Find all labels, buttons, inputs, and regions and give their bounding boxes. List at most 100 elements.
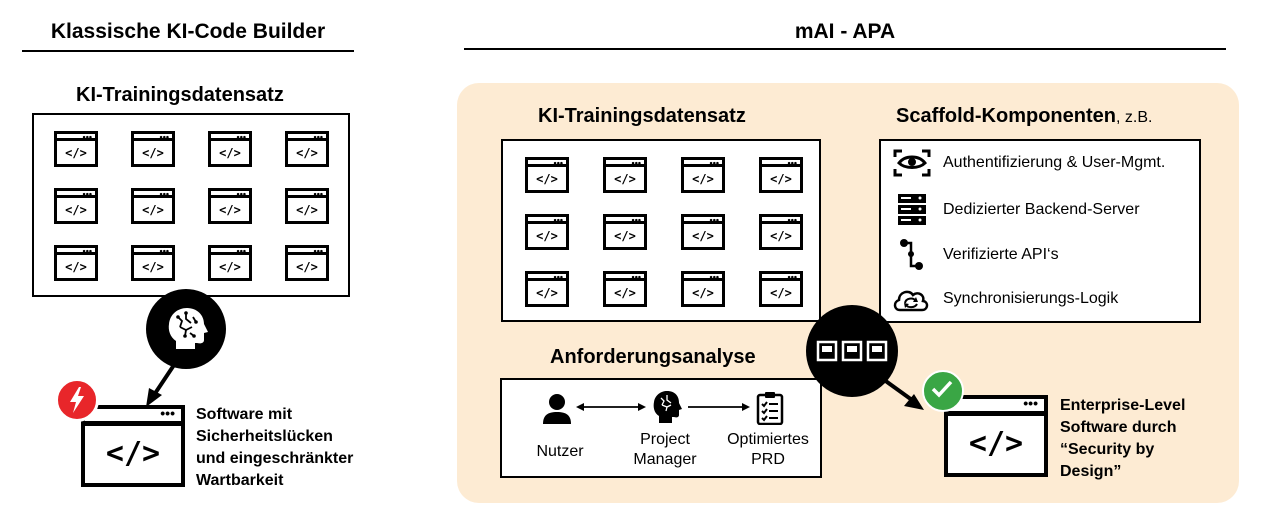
code-glyph: </> (692, 286, 714, 300)
requirements-title: Anforderungsanalyse (550, 346, 756, 368)
code-window-icon: ••• </> (525, 214, 569, 250)
right-dataset-title: KI-Trainingsdatensatz (538, 105, 746, 127)
code-glyph: </> (536, 229, 558, 243)
code-window-icon: ••• </> (208, 245, 252, 281)
result-line: Design” (1060, 463, 1122, 480)
code-window-icon: •••</> (525, 271, 569, 307)
window-dots: ••• (709, 272, 719, 282)
window-dots: ••• (787, 272, 797, 282)
left-dataset-title: KI-Trainingsdatensatz (76, 84, 284, 106)
window-dots: ••• (159, 246, 169, 256)
code-window-icon: ••• </> (131, 188, 175, 224)
window-dots: ••• (313, 132, 323, 142)
result-line: und eingeschränkter (196, 450, 354, 467)
result-line: Sicherheitslücken (196, 428, 333, 445)
code-glyph: </> (770, 172, 792, 186)
window-dots: ••• (82, 189, 92, 199)
window-dots: ••• (236, 132, 246, 142)
code-window-icon: ••• </> (285, 131, 329, 167)
code-glyph: </> (65, 203, 87, 217)
code-window-icon: ••• </> (681, 271, 725, 307)
window-dots: ••• (1023, 395, 1038, 411)
window-dots: ••• (82, 132, 92, 142)
user-icon (543, 394, 571, 424)
code-glyph: </> (105, 436, 161, 471)
code-window-icon: ••• </> (285, 245, 329, 281)
server-icon (898, 194, 926, 225)
code-glyph: </> (142, 203, 164, 217)
window-dots: ••• (709, 215, 719, 225)
code-window-icon: ••• </> (681, 214, 725, 250)
window-titlebar (85, 421, 181, 426)
code-glyph: </> (142, 260, 164, 274)
scaffold-item-3: Synchronisierungs-Logik (943, 290, 1119, 307)
result-line: Wartbarkeit (196, 472, 284, 489)
window-dots: ••• (553, 272, 563, 282)
code-glyph: </> (614, 229, 636, 243)
result-line: “Security by (1060, 441, 1155, 458)
ai-head-icon (653, 391, 682, 423)
window-dots: ••• (236, 189, 246, 199)
req-node-pm: Project Manager (633, 431, 697, 468)
code-window-icon: ••• </> (759, 271, 803, 307)
right-header-rule (464, 48, 1226, 50)
double-arrow (576, 403, 646, 411)
left-dataset-grid: ••• </> ••• </> ••• </> ••• </> ••• </> ••• </> ••• <… (54, 131, 329, 281)
window-dots: ••• (313, 246, 323, 256)
window-dots: ••• (236, 246, 246, 256)
window-dots: ••• (631, 272, 641, 282)
code-window-icon: ••• </> (131, 131, 175, 167)
ai-head-icon (168, 308, 208, 349)
code-glyph: </> (536, 172, 558, 186)
scaffold-box (879, 139, 1201, 323)
window-dots: ••• (159, 189, 169, 199)
code-glyph: </> (692, 229, 714, 243)
center-arrow (874, 372, 924, 410)
code-glyph: </> (692, 172, 714, 186)
code-glyph: </> (142, 146, 164, 160)
scaffold-item-2: Verifizierte API‘s (943, 246, 1059, 263)
window-dots: ••• (631, 158, 641, 168)
scaffold-item-1: Dedizierter Backend-Server (943, 201, 1140, 218)
code-glyph: </> (219, 146, 241, 160)
right-software-window: ••• </> (944, 395, 1048, 477)
api-flow-icon (900, 239, 923, 270)
window-dots: ••• (631, 215, 641, 225)
window-dots: ••• (159, 132, 169, 142)
window-dots: ••• (553, 215, 563, 225)
window-dots: ••• (313, 189, 323, 199)
req-node-user: Nutzer (536, 443, 584, 460)
code-window-icon: ••• </> (54, 131, 98, 167)
left-arrow (146, 357, 180, 407)
code-glyph: </> (65, 146, 87, 160)
code-glyph: </> (219, 203, 241, 217)
lightning-icon (70, 387, 84, 413)
scaffold-item-0: Authentifizierung & User-Mgmt. (943, 154, 1166, 171)
cloud-sync-icon (893, 290, 929, 312)
code-glyph: </> (770, 286, 792, 300)
code-window-icon: •••</> (525, 157, 569, 193)
checkmark-icon (931, 380, 953, 398)
code-window-icon: ••• </> (759, 214, 803, 250)
code-window-icon: ••• </> (208, 188, 252, 224)
code-glyph: </> (65, 260, 87, 274)
code-window-icon: •••</> (759, 157, 803, 193)
result-line: Enterprise-Level (1060, 397, 1186, 414)
component-blocks-icon (816, 340, 888, 362)
scaffold-title-main: Scaffold-Komponenten (896, 105, 1116, 127)
code-window-icon: •••</> (603, 157, 647, 193)
result-line: Software mit (196, 406, 293, 423)
code-glyph: </> (614, 286, 636, 300)
code-glyph: </> (219, 260, 241, 274)
left-software-window: ••• </> (81, 405, 185, 487)
code-glyph: </> (296, 260, 318, 274)
scaffold-title: Scaffold-Komponenten, z.B. (896, 105, 1152, 128)
left-header: Klassische KI-Code Builder (50, 20, 326, 43)
window-dots: ••• (787, 215, 797, 225)
code-glyph: </> (296, 146, 318, 160)
code-glyph: </> (770, 229, 792, 243)
code-window-icon: •••</> (681, 157, 725, 193)
result-line: Software durch (1060, 419, 1177, 436)
